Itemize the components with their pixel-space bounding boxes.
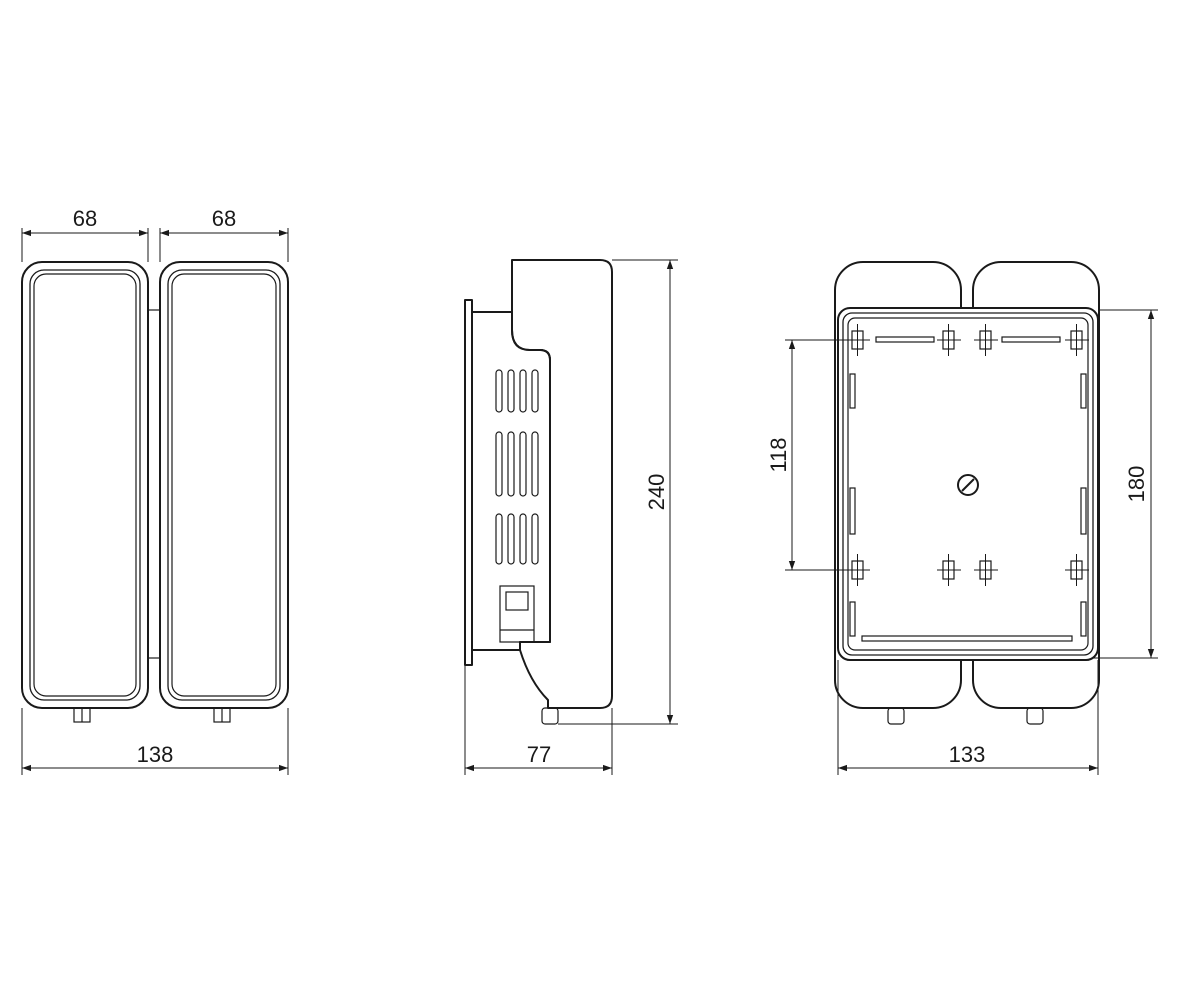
dim-side-height: 240 — [558, 259, 678, 725]
front-left-container — [21, 261, 149, 723]
side-view: 240 77 — [464, 259, 678, 775]
dim-back-plate-height: 180 — [1093, 309, 1158, 659]
side-vent-slots — [495, 369, 539, 565]
dim-front-total-width: 138 — [21, 708, 289, 775]
dim-label: 118 — [766, 437, 791, 472]
side-latch — [499, 585, 535, 643]
front-bracket — [147, 309, 161, 659]
back-vertical-slots — [849, 373, 1087, 637]
back-view: 118 180 133 — [766, 261, 1158, 775]
side-nozzle — [541, 707, 559, 725]
dim-back-plate-width: 133 — [837, 660, 1099, 775]
side-wall-plate — [464, 299, 473, 666]
back-right-nozzle — [1026, 707, 1044, 725]
dim-label: 180 — [1124, 466, 1149, 503]
dim-back-hole-spacing: 118 — [766, 339, 852, 571]
back-left-nozzle — [887, 707, 905, 725]
dim-label: 68 — [73, 206, 97, 231]
back-horizontal-slots — [861, 336, 1073, 642]
dim-label: 138 — [137, 742, 174, 767]
dim-label: 133 — [949, 742, 986, 767]
dim-label: 240 — [644, 474, 669, 511]
dim-front-left-width: 68 — [21, 206, 149, 262]
back-mounting-holes — [846, 324, 1089, 586]
dim-label: 68 — [212, 206, 236, 231]
front-right-container — [159, 261, 289, 723]
dim-side-depth: 77 — [464, 665, 613, 775]
back-center-screw — [957, 474, 979, 496]
side-body — [511, 259, 613, 709]
front-view: 68 68 138 — [21, 206, 289, 775]
dim-front-right-width: 68 — [159, 206, 289, 262]
dim-label: 77 — [527, 742, 551, 767]
